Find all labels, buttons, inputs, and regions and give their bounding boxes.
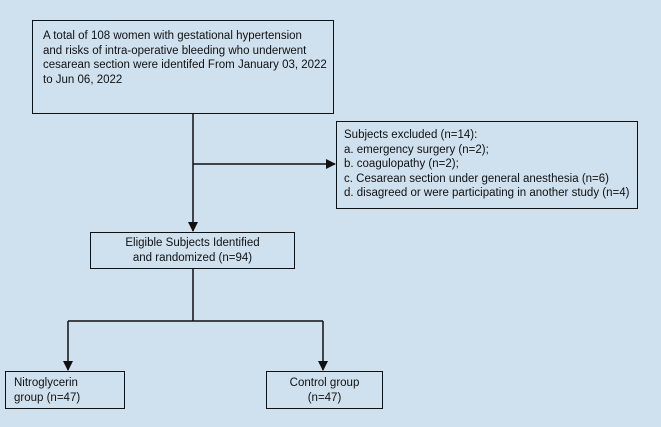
box-control-line-1: Control group [289, 377, 360, 389]
box-excluded-item-c: c. Cesarean section under general anesth… [344, 172, 609, 185]
box-excluded-heading: Subjects excluded (n=14): [344, 129, 478, 141]
box-nitroglycerin-line-2: group (n=47) [14, 391, 81, 404]
box-total-women: A total of 108 women with gestational hy… [32, 20, 334, 114]
box-nitroglycerin-line-1: Nitroglycerin [14, 377, 78, 389]
box-total-women-line-3: cesarean section were identifed From Jan… [43, 59, 327, 71]
box-total-women-line-4: to Jun 06, 2022 [43, 73, 123, 86]
box-eligible-line-2: and randomized (n=94) [132, 251, 253, 264]
box-control-group: Control group (n=47) [266, 371, 383, 409]
box-total-women-line-2: and risks of intra-operative bleeding wh… [43, 44, 307, 57]
box-excluded-item-b: b. coagulopathy (n=2); [344, 158, 459, 170]
box-eligible-line-1: Eligible Subjects Identified [125, 237, 260, 249]
box-nitroglycerin-group: Nitroglycerin group (n=47) [5, 371, 125, 409]
box-total-women-line-1: A total of 108 women with gestational hy… [43, 30, 302, 42]
box-eligible-randomized: Eligible Subjects Identified and randomi… [90, 232, 295, 269]
box-excluded-item-d: d. disagreed or were participating in an… [344, 187, 630, 199]
box-excluded-item-a: a. emergency surgery (n=2); [344, 143, 489, 156]
box-subjects-excluded: Subjects excluded (n=14): a. emergency s… [336, 121, 638, 209]
box-control-line-2: (n=47) [307, 391, 342, 404]
